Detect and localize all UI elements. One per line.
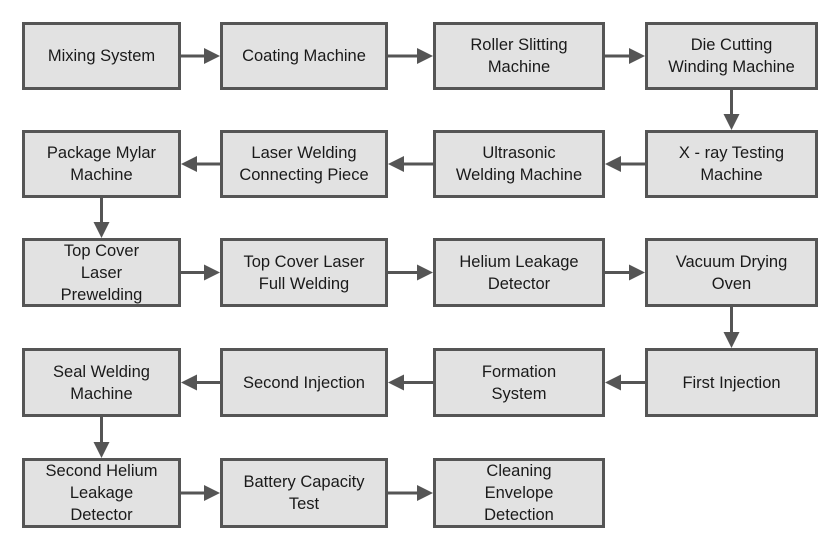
flow-arrow xyxy=(93,417,110,458)
flowchart-node: Formation System xyxy=(433,348,605,417)
node-label: Second Helium Leakage Detector xyxy=(45,462,158,524)
arrow-head-icon xyxy=(723,114,740,130)
arrow-head-icon xyxy=(723,332,740,348)
arrow-head-icon xyxy=(93,442,110,458)
node-label: Cleaning Envelope Detection xyxy=(484,462,554,524)
flowchart-node: Package Mylar Machine xyxy=(22,130,181,198)
flowchart-node: Ultrasonic Welding Machine xyxy=(433,130,605,198)
flow-arrow xyxy=(181,485,220,501)
flow-arrow xyxy=(605,48,645,64)
node-label: Vacuum Drying Oven xyxy=(675,252,788,293)
node-label: Seal Welding Machine xyxy=(53,362,150,403)
flow-arrow xyxy=(181,48,220,64)
flowchart-node: Seal Welding Machine xyxy=(22,348,181,417)
node-label: Formation System xyxy=(481,362,557,403)
node-label: Laser Welding Connecting Piece xyxy=(239,144,369,184)
node-label: Roller Slitting Machine xyxy=(470,36,568,76)
flowchart-node: Laser Welding Connecting Piece xyxy=(220,130,388,198)
flowchart-node: Cleaning Envelope Detection xyxy=(433,458,605,528)
flow-arrow xyxy=(605,264,645,281)
node-label: Helium Leakage Detector xyxy=(459,252,579,293)
node-label: Package Mylar Machine xyxy=(46,144,157,184)
node-label: Mixing System xyxy=(47,47,156,65)
node-label: Second Injection xyxy=(242,373,365,392)
flow-arrow xyxy=(388,264,433,281)
node-label: Coating Machine xyxy=(242,47,366,65)
arrow-head-icon xyxy=(204,264,220,281)
node-label: Top Cover Laser Full Welding xyxy=(243,252,365,293)
flowchart-node: X - ray Testing Machine xyxy=(645,130,818,198)
flowchart-node: First Injection xyxy=(645,348,818,417)
arrow-head-icon xyxy=(417,48,433,64)
node-label: X - ray Testing Machine xyxy=(678,144,785,184)
flowchart-node: Battery Capacity Test xyxy=(220,458,388,528)
flowchart-node: Roller Slitting Machine xyxy=(433,22,605,90)
flow-arrow xyxy=(605,374,645,391)
node-label: Die Cutting Winding Machine xyxy=(668,36,795,76)
flow-arrow xyxy=(181,156,220,172)
arrow-head-icon xyxy=(388,374,404,391)
flow-arrow xyxy=(388,374,433,391)
flowchart-node: Second Injection xyxy=(220,348,388,417)
arrow-head-icon xyxy=(629,48,645,64)
arrow-head-icon xyxy=(629,264,645,281)
arrow-head-icon xyxy=(204,485,220,501)
arrow-head-icon xyxy=(93,222,110,238)
flowchart-node: Mixing System xyxy=(22,22,181,90)
flow-arrow xyxy=(181,374,220,391)
arrow-head-icon xyxy=(388,156,404,172)
arrow-head-icon xyxy=(605,156,621,172)
flowchart-node: Helium Leakage Detector xyxy=(433,238,605,307)
flowchart-node: Top Cover Laser Full Welding xyxy=(220,238,388,307)
flow-arrow xyxy=(93,198,110,238)
flow-arrow xyxy=(388,48,433,64)
flowchart-node: Vacuum Drying Oven xyxy=(645,238,818,307)
node-label: Ultrasonic Welding Machine xyxy=(455,144,583,184)
arrow-head-icon xyxy=(417,485,433,501)
flow-arrow xyxy=(723,307,740,348)
node-label: First Injection xyxy=(682,373,781,392)
arrow-head-icon xyxy=(204,48,220,64)
arrow-head-icon xyxy=(417,264,433,281)
flow-arrow xyxy=(388,485,433,501)
flowchart-node: Top Cover Laser Prewelding xyxy=(22,238,181,307)
arrow-head-icon xyxy=(181,374,197,391)
flow-arrow xyxy=(605,156,645,172)
node-label: Top Cover Laser Prewelding xyxy=(60,241,143,304)
flowchart-node: Second Helium Leakage Detector xyxy=(22,458,181,528)
flow-arrow xyxy=(181,264,220,281)
arrow-head-icon xyxy=(605,374,621,391)
flowchart-node: Coating Machine xyxy=(220,22,388,90)
flow-arrow xyxy=(388,156,433,172)
flowchart-node: Die Cutting Winding Machine xyxy=(645,22,818,90)
node-label: Battery Capacity Test xyxy=(243,473,365,513)
arrow-head-icon xyxy=(181,156,197,172)
flow-arrow xyxy=(723,90,740,130)
